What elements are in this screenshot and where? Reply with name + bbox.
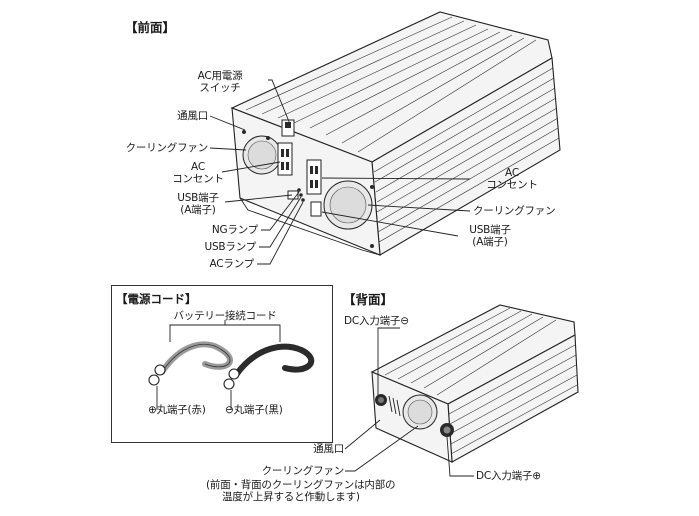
usb-left-label-line1: USB端子 (177, 192, 219, 204)
ac-switch-label-line2: スイッチ (199, 82, 241, 94)
terminal-black-label: ⊖丸端子(黒) (225, 404, 283, 416)
power-cord-box (111, 285, 333, 443)
back-fan-note-line2: 温度が上昇すると作動します) (222, 491, 360, 503)
cord-heading: 【電源コード】 (116, 292, 197, 306)
ng-lamp-label: NGランプ (211, 224, 258, 236)
front-vent-label: 通風口 (177, 110, 208, 122)
usb-lamp-label: USBランプ (204, 241, 256, 253)
back-heading: 【背面】 (343, 292, 394, 307)
usb-right-label-line1: USB端子 (469, 224, 511, 236)
ac-outlet-left-label-line2: コンセント (172, 173, 224, 185)
dc-minus-label: DC入力端子⊖ (344, 315, 409, 327)
terminal-red-label: ⊕丸端子(赤) (148, 404, 206, 416)
back-cooling-fan-label: クーリングファン (261, 465, 345, 477)
dc-plus-label: DC入力端子⊕ (476, 470, 541, 482)
back-leader-lines (344, 327, 474, 477)
front-top-fins (245, 16, 537, 153)
ac-outlet-right-label-line2: コンセント (486, 179, 538, 191)
front-side-fins (373, 67, 560, 243)
ac-lamp-label: ACランプ (209, 258, 254, 270)
ac-outlet-right-label-line1: AC (505, 167, 519, 179)
front-cooling-fan-right-label: クーリングファン (473, 205, 556, 217)
front-heading: 【前面】 (125, 20, 176, 35)
usb-left-label-line2: (A端子) (180, 204, 216, 216)
ac-switch-label-line1: AC用電源 (197, 70, 243, 82)
back-side-fins (448, 344, 578, 455)
back-fan-note-line1: (前面・背面のクーリングファンは内部の (206, 479, 396, 491)
front-cooling-fan-left-label: クーリングファン (125, 142, 209, 154)
ac-outlet-left-label-line1: AC (191, 161, 205, 173)
battery-cord-label: バッテリー接続コード (173, 310, 277, 322)
back-vent-label: 通風口 (313, 443, 344, 455)
front-leader-lines (209, 79, 471, 265)
back-top-fins (384, 307, 557, 396)
usb-right-label-line2: (A端子) (472, 236, 508, 248)
